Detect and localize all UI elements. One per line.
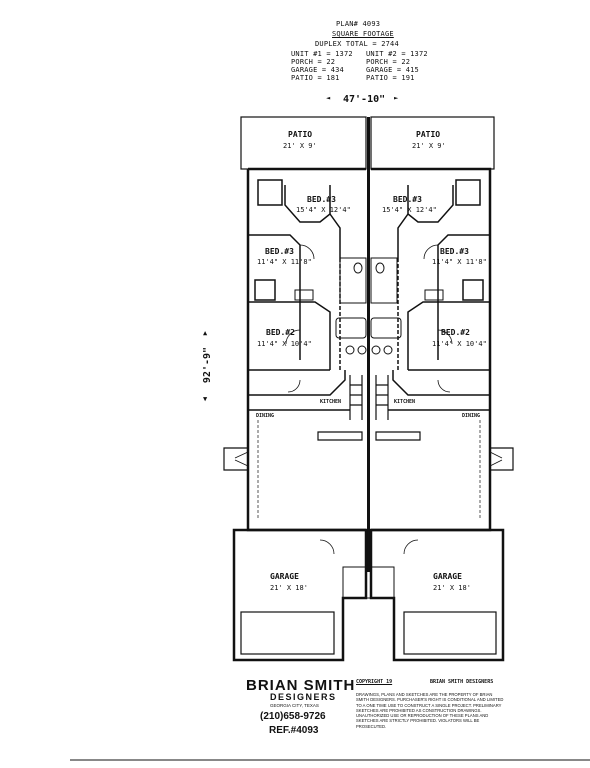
bed3a-label-left: BED.#3 <box>307 195 336 204</box>
garage-label-right: GARAGE <box>433 572 462 581</box>
unit1-garage: GARAGE = 434 <box>291 66 344 74</box>
bed3b-size-right: 11'4" X 11'8" <box>432 258 487 266</box>
right-unit-interior-walls <box>388 179 490 411</box>
bath-fixtures <box>294 257 444 355</box>
depth-dimension-arrow-down: ▼ <box>203 395 208 403</box>
width-dimension-arrow-left: ◄ <box>326 94 331 102</box>
patio-size-right: 21' X 9' <box>412 142 446 150</box>
duplex-total: DUPLEX TOTAL = 2744 <box>315 40 399 48</box>
bed2-size-left: 11'4" X 10'4" <box>257 340 312 348</box>
unit2-patio: PATIO = 191 <box>366 74 415 82</box>
garage-door-right <box>403 611 497 655</box>
bed3a-label-right: BED.#3 <box>393 195 422 204</box>
copyright-holder: BRIAN SMITH DESIGNERS <box>430 679 494 685</box>
kitchen-label-left: KITCHEN <box>320 399 342 405</box>
unit2-porch: PORCH = 22 <box>366 58 411 66</box>
side-bay-right <box>490 447 514 471</box>
company-location: GEORGIA CITY, TEXAS <box>270 703 319 708</box>
entry-stoop-right <box>489 451 503 467</box>
unit1-porch: PORCH = 22 <box>291 58 336 66</box>
dining-zones <box>257 420 481 520</box>
bed2-label-left: BED.#2 <box>266 328 295 337</box>
copyright-notice: COPYRIGHT 19 <box>356 679 393 685</box>
kitchen-counters <box>317 375 421 441</box>
garage-size-right: 21' X 18' <box>433 584 471 592</box>
garage-wall-right <box>369 528 505 662</box>
porch-step <box>342 566 395 599</box>
patio-label-left: PATIO <box>288 130 313 139</box>
plan-reference: REF.#4093 <box>269 725 319 736</box>
patio-label-right: PATIO <box>416 130 441 139</box>
kitchen-label-right: KITCHEN <box>394 399 416 405</box>
width-dimension: 47'-10" <box>343 94 386 105</box>
bed3b-label-right: BED.#3 <box>440 247 469 256</box>
unit1-patio: PATIO = 181 <box>291 74 340 82</box>
width-dimension-arrow-right: ► <box>394 94 399 102</box>
patio-size-left: 21' X 9' <box>283 142 317 150</box>
left-unit-interior-walls <box>248 179 350 411</box>
bed2-label-right: BED.#2 <box>441 328 470 337</box>
entry-stoop-left <box>234 451 249 467</box>
garage-size-left: 21' X 18' <box>270 584 308 592</box>
side-bay-left <box>223 447 248 471</box>
company-phone: (210)658-9726 <box>260 711 326 722</box>
garage-door-left <box>240 611 335 655</box>
bed3b-size-left: 11'4" X 11'8" <box>257 258 312 266</box>
dining-label-right: DINING <box>462 413 481 419</box>
bed3b-label-left: BED.#3 <box>265 247 294 256</box>
square-footage-title: SQUARE FOOTAGE <box>332 30 394 38</box>
garage-label-left: GARAGE <box>270 572 299 581</box>
company-designers: DESIGNERS <box>270 692 337 702</box>
exterior-wall-left <box>246 167 366 532</box>
door-swings <box>285 244 453 555</box>
garage-wall-left <box>232 528 368 662</box>
exterior-wall-right <box>371 167 492 532</box>
bed3a-size-left: 15'4" X 12'4" <box>296 206 351 214</box>
unit2-garage: GARAGE = 415 <box>366 66 419 74</box>
depth-dimension-arrow-up: ▲ <box>203 329 208 337</box>
company-name: BRIAN SMITH <box>246 677 356 694</box>
unit2-total: UNIT #2 = 1372 <box>366 50 428 58</box>
dining-label-left: DINING <box>256 413 275 419</box>
bed2-size-right: 11'4" X 10'4" <box>432 340 487 348</box>
bed3a-size-right: 15'4" X 12'4" <box>382 206 437 214</box>
unit1-total: UNIT #1 = 1372 <box>291 50 353 58</box>
legal-disclaimer: DRAWINGS, PLANS AND SKETCHES ARE THE PRO… <box>356 692 504 729</box>
plan-number: PLAN# 4093 <box>336 20 381 28</box>
